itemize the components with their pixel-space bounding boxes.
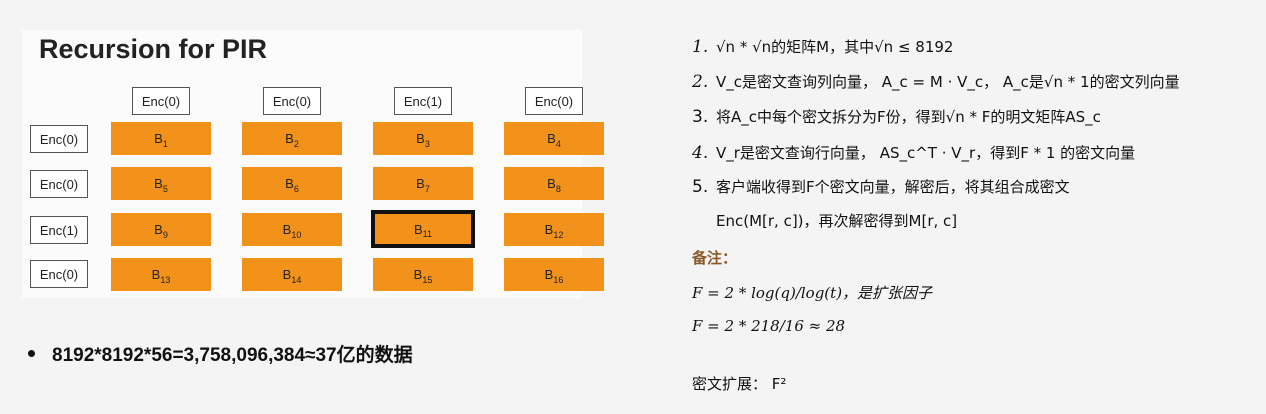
data-size-bullet: 8192*8192*56=3,758,096,384≈37亿的数据 — [28, 340, 413, 367]
bullet-dot-icon — [28, 350, 35, 357]
recursion-diagram-panel: Recursion for PIR Enc(0) Enc(0) Enc(1) E… — [22, 30, 604, 298]
note-text: Enc(M[r, c])，再次解密得到M[r, c] — [716, 212, 958, 230]
note-item-5-continued: Enc(M[r, c])，再次解密得到M[r, c] — [716, 210, 957, 231]
expansion-factor-value: F = 2 * 218/16 ≈ 28 — [692, 317, 846, 335]
ciphertext-expansion: 密文扩展： F² — [692, 375, 787, 393]
bullet-text: 8192*8192*56=3,758,096,384≈37亿的数据 — [52, 345, 413, 366]
note-text: 客户端收得到F个密文向量，解密后，将其组合成密文 — [716, 178, 1070, 196]
note-text: V_c是密文查询列向量， A_c = M · V_c， A_c是√n * 1的密… — [716, 73, 1180, 91]
note-text: 将A_c中每个密文拆分为F份，得到√n * F的明文矩阵AS_c — [716, 108, 1101, 126]
row-header-enc: Enc(0) — [30, 125, 88, 153]
note-item-2: 2. V_c是密文查询列向量， A_c = M · V_c， A_c是√n * 1… — [692, 71, 1180, 92]
note-item-4: 4. V_r是密文查询行向量， AS_c^T · V_r，得到F * 1 的密文向… — [692, 142, 1135, 163]
row-header-enc: Enc(1) — [30, 216, 88, 244]
column-header-enc: Enc(0) — [132, 87, 190, 115]
remark-label: 备注： — [692, 249, 738, 267]
column-header-enc: Enc(1) — [394, 87, 452, 115]
note-number: 2. — [692, 72, 709, 92]
note-item-3: 3. 将A_c中每个密文拆分为F份，得到√n * F的明文矩阵AS_c — [692, 106, 1101, 127]
note-number: 3. — [692, 107, 709, 127]
note-item-1: 1. √n * √n的矩阵M，其中√n ≤ 8192 — [692, 36, 953, 57]
row-header-enc: Enc(0) — [30, 260, 88, 288]
note-text: V_r是密文查询行向量， AS_c^T · V_r，得到F * 1 的密文向量 — [716, 144, 1136, 162]
notes-panel: 1. √n * √n的矩阵M，其中√n ≤ 8192 2. V_c是密文查询列向量，… — [690, 0, 1260, 414]
diagram-title: Recursion for PIR — [39, 34, 268, 64]
note-number: 5. — [692, 177, 709, 197]
column-header-enc: Enc(0) — [525, 87, 583, 115]
note-item-5: 5. 客户端收得到F个密文向量，解密后，将其组合成密文 — [692, 176, 1070, 197]
note-number: 1. — [692, 37, 709, 57]
note-number: 4. — [692, 143, 709, 163]
column-header-enc: Enc(0) — [263, 87, 321, 115]
expansion-factor-formula: F = 2 * log(q)/log(t)，是扩张因子 — [692, 284, 933, 302]
row-header-enc: Enc(0) — [30, 170, 88, 198]
note-text: √n * √n的矩阵M，其中√n ≤ 8192 — [716, 38, 954, 56]
